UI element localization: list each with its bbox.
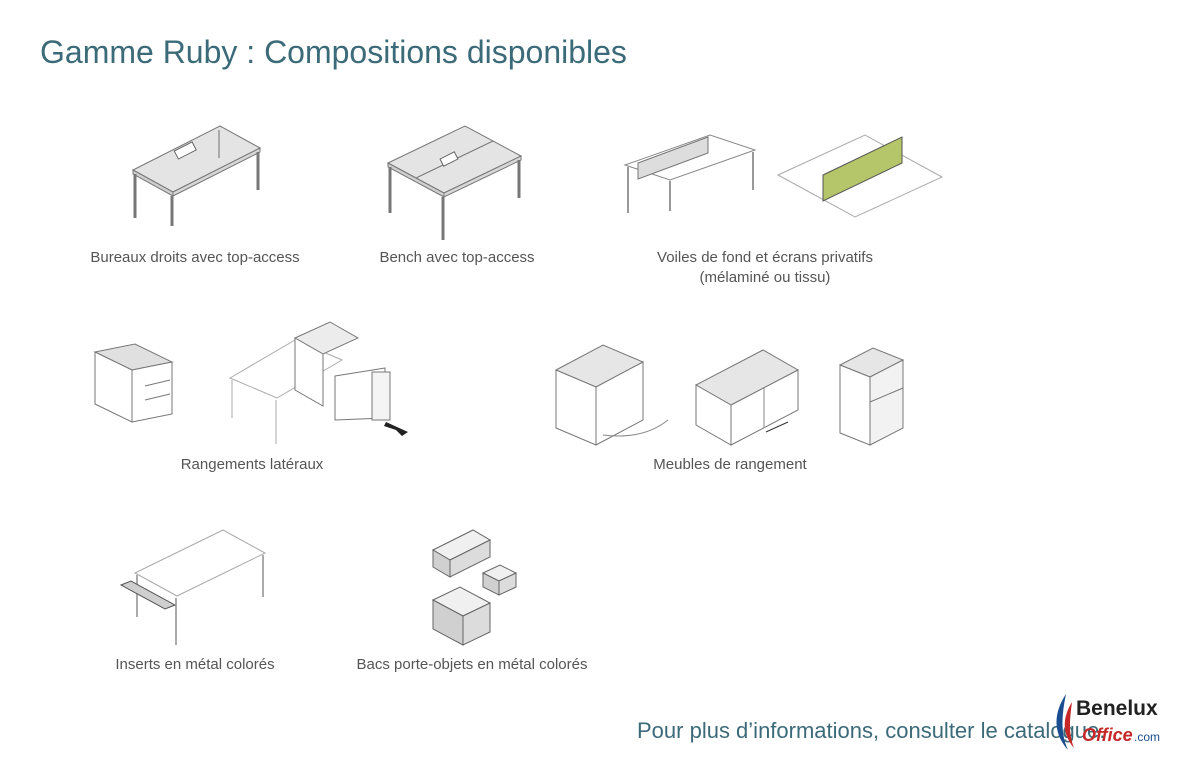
bench-illustration [386, 125, 523, 240]
caption-screens-line2: (mélaminé ou tissu) [699, 269, 831, 286]
logo-flame-icon [1056, 694, 1074, 750]
caption-screens: Voiles de fond et écrans privatifs (méla… [625, 248, 905, 288]
storage-furniture-illustration [554, 344, 905, 446]
footer-info: Pour plus d’informations, consulter le c… [637, 718, 1106, 743]
caption-side-storage: Rangements latéraux [180, 456, 324, 473]
logo-suffix: .com [1134, 730, 1161, 744]
caption-storage-furniture: Meubles de rangement [653, 456, 807, 473]
caption-bins: Bacs porte-objets en métal colorés [356, 656, 588, 673]
caption-inserts: Inserts en métal colorés [115, 656, 275, 673]
logo-line1: Benelux [1076, 697, 1158, 720]
caption-desk: Bureaux droits avec top-access [90, 249, 300, 266]
page-title: Gamme Ruby : Compositions disponibles [40, 34, 627, 70]
side-storage-illustration [93, 321, 408, 444]
inserts-illustration [119, 529, 267, 645]
caption-screens-line1: Voiles de fond et écrans privatifs [657, 249, 873, 266]
bins-illustration [431, 529, 518, 646]
benelux-office-logo: Benelux Office .com [1046, 690, 1186, 754]
desk-illustration [131, 125, 262, 226]
logo-line2: Office [1082, 725, 1133, 745]
screens-illustration [623, 134, 944, 218]
caption-bench: Bench avec top-access [379, 249, 535, 266]
